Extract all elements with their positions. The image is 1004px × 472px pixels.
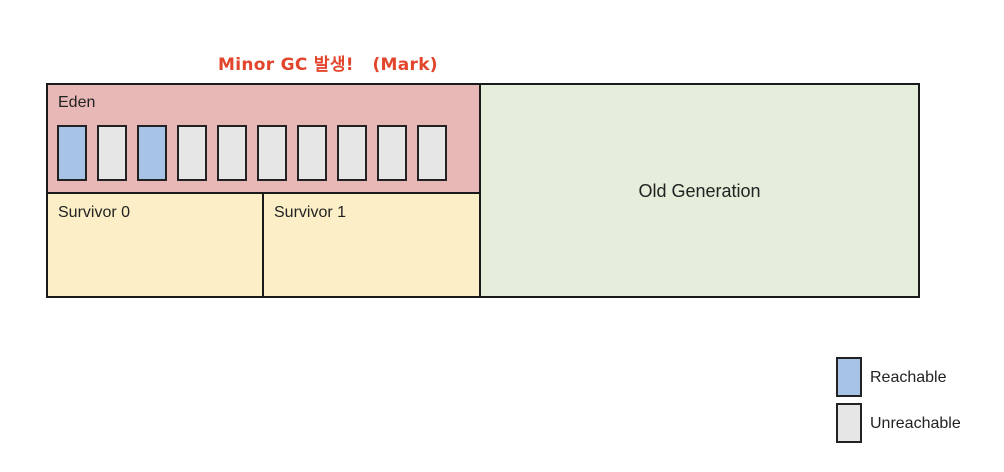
eden-object-unreachable — [417, 125, 447, 181]
diagram-title: Minor GC 발생! (Mark) — [218, 55, 438, 75]
eden-object-unreachable — [217, 125, 247, 181]
survivor-1-label: Survivor 1 — [274, 204, 347, 221]
eden-object-unreachable — [257, 125, 287, 181]
eden-object-reachable — [57, 125, 87, 181]
eden-object-unreachable — [337, 125, 367, 181]
eden-object-unreachable — [177, 125, 207, 181]
old-generation-region: Old Generation — [481, 85, 918, 296]
eden-objects — [57, 125, 447, 181]
unreachable-swatch — [836, 403, 862, 443]
survivor-0-label: Survivor 0 — [58, 204, 131, 221]
old-generation-label: Old Generation — [638, 181, 761, 201]
eden-object-unreachable — [97, 125, 127, 181]
eden-object-reachable — [137, 125, 167, 181]
eden-object-unreachable — [377, 125, 407, 181]
heap-memory: Eden Survivor 0 Survivor 1 Old Generatio… — [46, 83, 920, 298]
reachable-legend-label: Reachable — [870, 369, 947, 386]
eden-object-unreachable — [297, 125, 327, 181]
eden-label: Eden — [58, 94, 96, 111]
eden-region: Eden — [48, 85, 481, 194]
unreachable-legend-label: Unreachable — [870, 415, 961, 432]
reachable-swatch — [836, 357, 862, 397]
survivor-0-region: Survivor 0 — [48, 194, 264, 296]
survivor-1-region: Survivor 1 — [264, 194, 481, 296]
